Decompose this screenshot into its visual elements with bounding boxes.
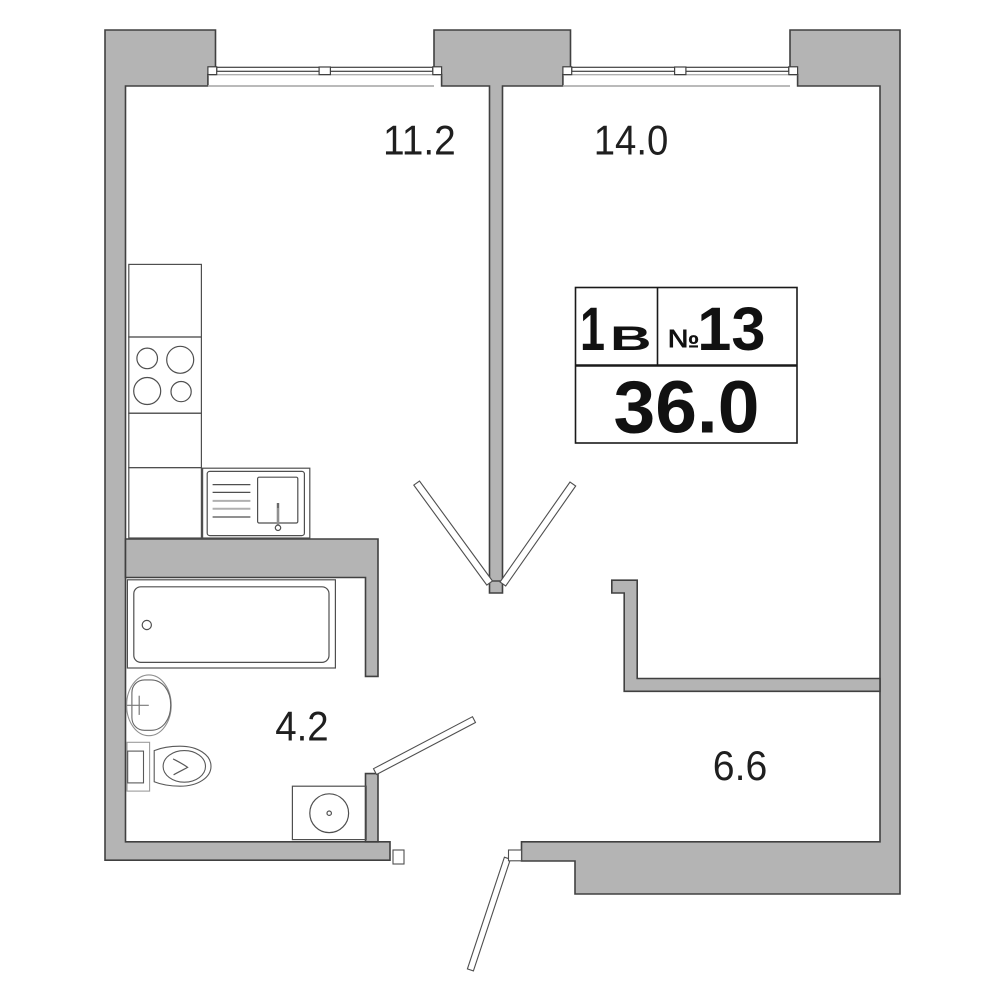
svg-text:6.6: 6.6	[713, 742, 768, 789]
svg-text:11.2: 11.2	[383, 116, 456, 163]
svg-text:В: В	[610, 320, 652, 358]
svg-text:№: №	[668, 324, 700, 354]
svg-text:4.2: 4.2	[275, 703, 329, 750]
svg-text:1: 1	[580, 295, 605, 363]
svg-text:36.0: 36.0	[614, 366, 760, 449]
svg-text:13: 13	[697, 295, 765, 363]
svg-text:14.0: 14.0	[594, 116, 669, 163]
